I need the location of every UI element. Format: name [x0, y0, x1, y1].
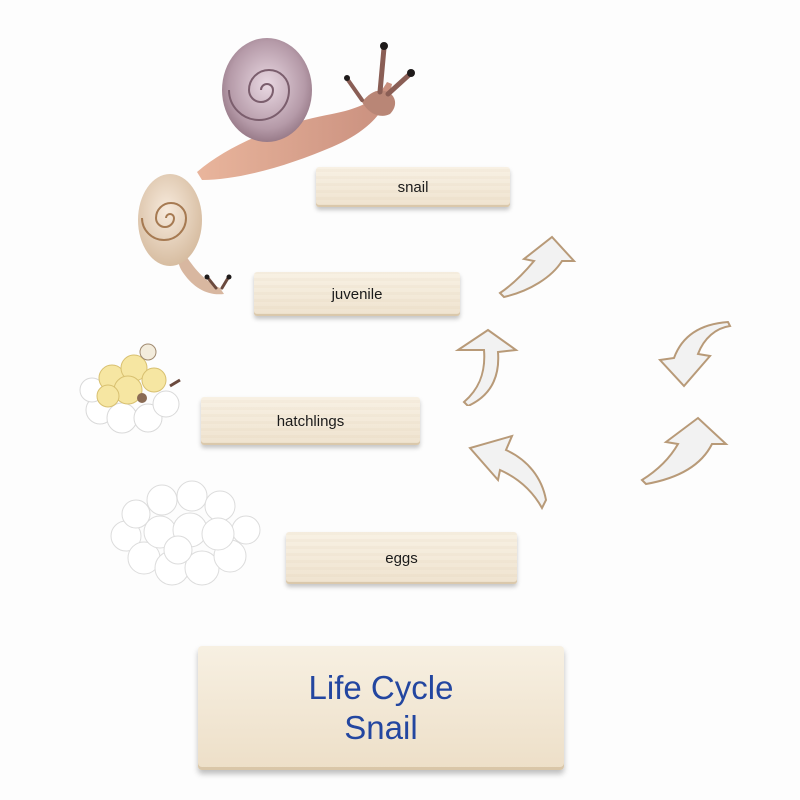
hatchlings-card-label: hatchlings: [276, 412, 345, 430]
arrow-icon[interactable]: [494, 233, 578, 299]
juvenile-snail-icon: [138, 174, 232, 295]
arrow-icon[interactable]: [466, 428, 548, 512]
eggs-card[interactable]: eggs: [286, 532, 517, 584]
title-line-2: Snail: [344, 709, 418, 746]
title-card[interactable]: Life Cycle Snail: [198, 646, 564, 770]
snail-card-label: snail: [397, 178, 429, 196]
snail-card[interactable]: snail: [316, 167, 510, 207]
hatchlings-card[interactable]: hatchlings: [201, 397, 420, 445]
eggs-card-label: eggs: [385, 549, 418, 567]
arrow-icon[interactable]: [452, 326, 522, 406]
hatchlings-icon: [79, 343, 181, 434]
juvenile-card[interactable]: juvenile: [254, 272, 460, 316]
title-line-1: Life Cycle: [308, 669, 454, 706]
juvenile-card-label: juvenile: [331, 285, 383, 303]
arrow-icon[interactable]: [654, 320, 734, 392]
eggs-icon: [110, 480, 261, 586]
adult-snail-icon: [197, 38, 415, 180]
arrow-icon[interactable]: [638, 414, 730, 486]
